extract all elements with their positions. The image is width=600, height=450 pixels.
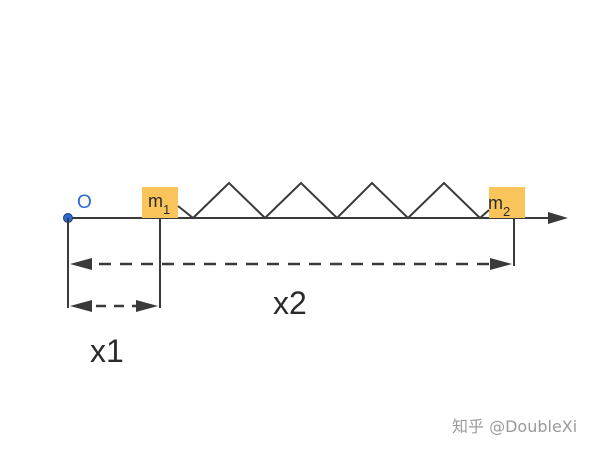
- x-axis-arrowhead: [548, 212, 568, 224]
- mass-2-label: m2: [488, 193, 510, 219]
- mass-1-label: m1: [148, 191, 170, 217]
- x1-arrow-right: [136, 300, 158, 312]
- origin-label: O: [77, 192, 92, 213]
- x2-label: x2: [273, 285, 307, 321]
- x2-arrow-left: [70, 258, 92, 270]
- spring: [177, 181, 490, 220]
- watermark: 知乎 @DoubleXi: [452, 417, 577, 436]
- x1-arrow-left: [70, 300, 92, 312]
- mass-2-block: [489, 187, 525, 218]
- x2-arrow-right: [490, 258, 512, 270]
- mass-1-block: [142, 187, 178, 218]
- x1-label: x1: [90, 333, 124, 369]
